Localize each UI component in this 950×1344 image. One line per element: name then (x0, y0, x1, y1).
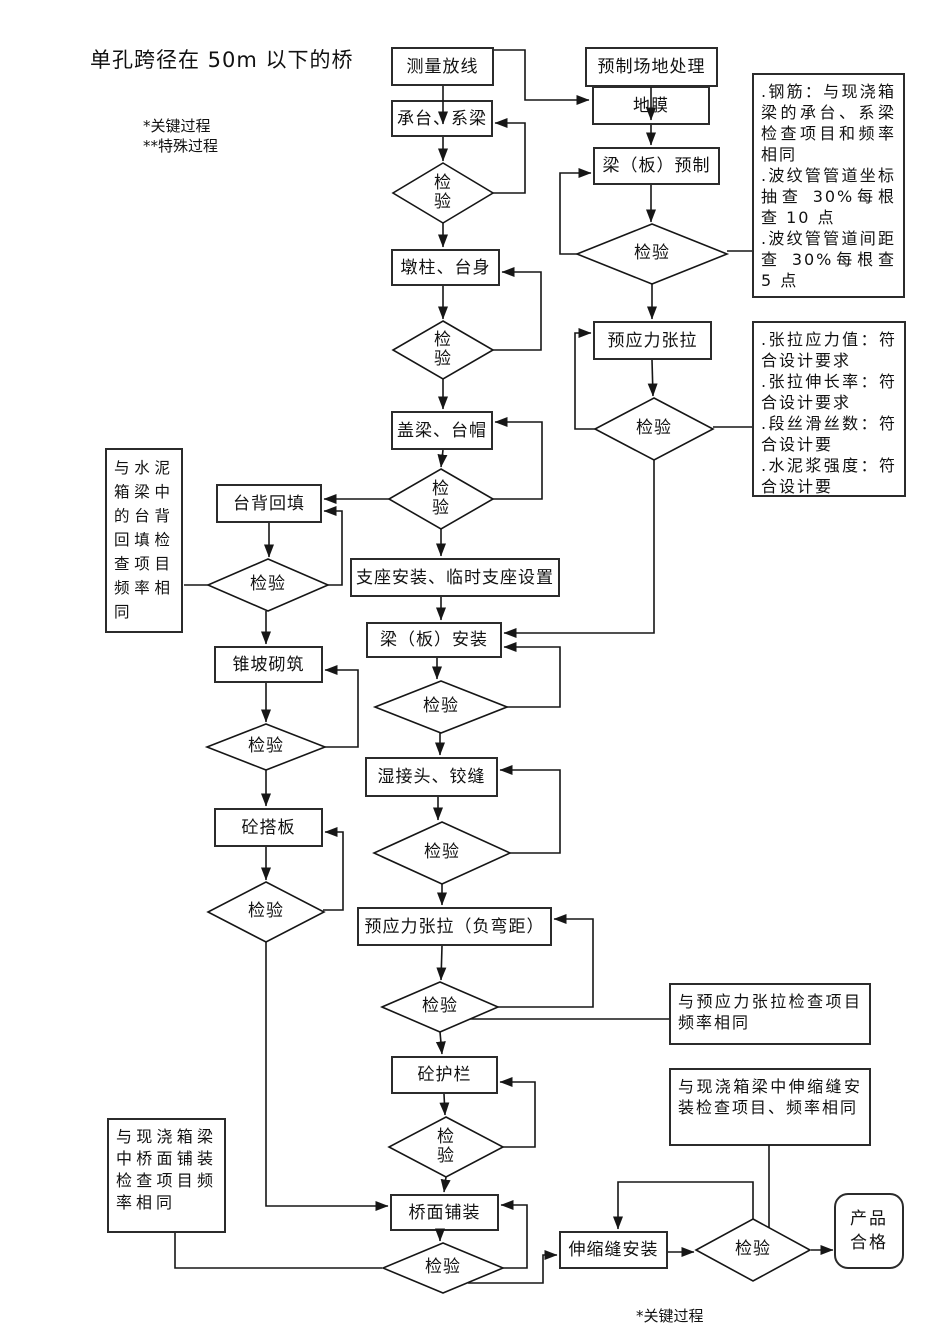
flow-connector (324, 665, 359, 748)
concrete-guardrail: 砼护栏 (391, 1056, 498, 1094)
prestress-negative-moment: 预应力张拉（负弯距） (357, 907, 552, 946)
flow-connector (265, 942, 389, 1211)
flow-connector (503, 460, 655, 638)
precast-site-prep: 预制场地处理 (585, 47, 718, 87)
flow-connector (499, 765, 561, 854)
note-tension-requirements: .张拉应力值：符合设计要求 .张拉伸长率：符合设计要求 .段丝滑丝数：符合设计要… (752, 321, 906, 497)
note-deck-same: 与现浇箱梁中桥面铺装检查项目频率相同 (107, 1118, 226, 1233)
expansion-joint-install: 伸缩缝安装 (559, 1231, 668, 1269)
flow-connector (613, 1181, 754, 1230)
abutment-backfill: 台背回填 (216, 484, 322, 523)
girder-install: 梁（板）安装 (366, 622, 502, 658)
flow-connector (174, 1233, 382, 1269)
flow-connector (323, 827, 344, 911)
check-backfill-label: 检验 (250, 574, 286, 594)
cone-slope-masonry: 锥坡砌筑 (214, 646, 323, 683)
note-rebar-duct: .钢筋：与现浇箱梁的承台、系梁检查项目和频率相同 .波纹管管道坐标抽查 30%每… (752, 73, 905, 298)
flow-connector (439, 1093, 450, 1116)
check-expansion-label: 检验 (735, 1239, 771, 1259)
flow-connector (440, 1176, 451, 1193)
pile-cap-tie-beam: 承台、系梁 (391, 100, 493, 137)
check-guardrail-label: 检 验 (437, 1127, 455, 1166)
flow-connector (493, 267, 542, 351)
legend-label: *关键过程 **特殊过程 (143, 117, 219, 155)
product-pass: 产品 合格 (834, 1193, 904, 1269)
concrete-approach-slab: 砼搭板 (214, 808, 323, 847)
flow-connector (436, 945, 447, 981)
flow-connector (435, 1031, 446, 1055)
check-negative-moment-label: 检验 (422, 996, 458, 1016)
measure-layout: 测量放线 (391, 47, 494, 86)
flow-connector (493, 417, 543, 500)
flow-connector (647, 359, 658, 397)
flow-connector (437, 449, 448, 468)
girder-precast: 梁（板）预制 (593, 147, 720, 185)
bearing-install: 支座安装、临时支座设置 (350, 558, 560, 597)
check-pile-cap-label: 检 验 (434, 173, 452, 212)
check-precast-label: 检验 (634, 243, 670, 263)
note-expansion-same: 与现浇箱梁中伸缩缝安装检查项目、频率相同 (669, 1068, 871, 1146)
check-girder-install-label: 检验 (423, 696, 459, 716)
flow-connector (559, 168, 592, 255)
flow-connector (500, 1200, 528, 1269)
title-label: 单孔跨径在 50m 以下的桥 (90, 48, 354, 72)
check-cone-slope-label: 检验 (248, 736, 284, 756)
check-cap-beam-label: 检 验 (432, 479, 450, 518)
pier-abutment-body: 墩柱、台身 (391, 249, 500, 286)
flow-connector (494, 49, 590, 105)
flow-connector (499, 1077, 536, 1148)
check-approach-slab-label: 检验 (248, 901, 284, 921)
note-prestress-same: 与预应力张拉检查项目频率相同 (669, 983, 871, 1045)
check-wet-joint-label: 检验 (424, 842, 460, 862)
flow-connector (323, 506, 343, 586)
note-backfill-same: 与水泥箱梁中的台背回填检查项目频率相同 (105, 448, 183, 633)
flow-connector (503, 642, 561, 708)
footer-label: *关键过程 (636, 1307, 704, 1325)
prestress-tension: 预应力张拉 (593, 321, 712, 360)
cap-beam-coping: 盖梁、台帽 (391, 411, 493, 450)
flow-connector (493, 118, 526, 194)
ground-film: 地膜 (592, 86, 710, 125)
check-pier-label: 检 验 (434, 330, 452, 369)
check-deck-label: 检验 (425, 1257, 461, 1277)
wet-joint-hinge: 湿接头、铰缝 (365, 757, 498, 797)
flow-connector (574, 328, 595, 430)
check-prestress-label: 检验 (636, 418, 672, 438)
deck-paving: 桥面铺装 (390, 1194, 499, 1231)
